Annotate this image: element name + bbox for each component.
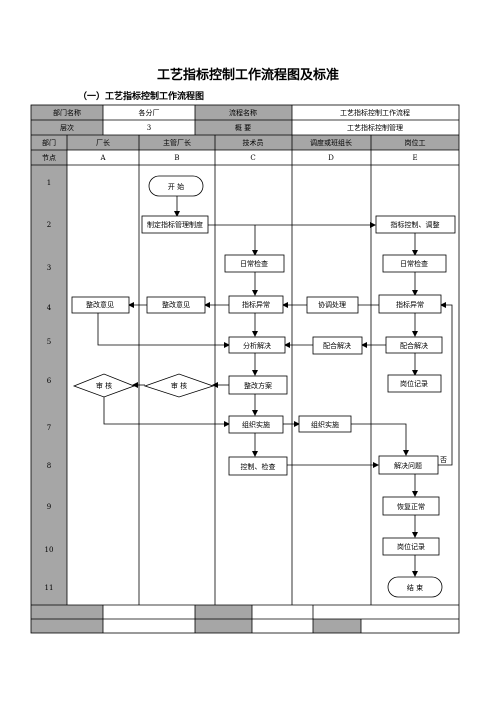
- node-column-band: [31, 150, 67, 605]
- row-number: 10: [45, 546, 54, 554]
- coop-d-label: 配合解决: [323, 341, 351, 350]
- post-record-6-box: [387, 374, 442, 393]
- flow-nodes: 开 始 制定指标管理制度 指标控制、调整 日常检查 日常检查 整改意见 整改意见…: [71, 175, 456, 598]
- row-number: 8: [47, 462, 51, 470]
- control-check-box: [228, 456, 288, 476]
- abnormal-c-box: [228, 295, 284, 314]
- column-name-a: 厂长: [96, 138, 110, 147]
- rectify-b-label: 整改意见: [162, 300, 190, 309]
- arrow-review-to-organize: [103, 397, 230, 427]
- make-system-label: 制定指标管理制度: [147, 220, 203, 229]
- arrow-organize-to-solve: [351, 423, 409, 456]
- rectify-b-box: [146, 296, 206, 314]
- restore-label: 恢复正常: [397, 502, 425, 511]
- rectify-a-box: [71, 296, 130, 314]
- row-number: 5: [47, 338, 51, 346]
- coop-e-box: [385, 336, 443, 354]
- row-number: 3: [47, 264, 51, 272]
- node-header: 节点: [42, 154, 56, 162]
- coordinate-box: [306, 296, 359, 314]
- row-number: 2: [47, 221, 51, 229]
- column-name-b: 主管厂长: [163, 138, 191, 147]
- arrow-rectify-to-analyze: [97, 313, 230, 348]
- control-check-label: 控制、检查: [241, 462, 276, 471]
- analyze-label: 分析解决: [243, 341, 271, 350]
- footer-gray-cell: [31, 619, 103, 633]
- dept-value: 各分厂: [139, 108, 160, 117]
- organize-d-box: [298, 415, 352, 433]
- arrow-no-loop-back: [438, 302, 453, 466]
- footer-gray-cell: [195, 605, 252, 619]
- rectify-a-label: 整改意见: [86, 300, 114, 309]
- organize-c-box: [228, 415, 284, 434]
- review-b-diamond: [143, 373, 215, 398]
- daily-check-c-label: 日常检查: [240, 259, 268, 268]
- solve-box: [378, 455, 439, 475]
- plan-box: [228, 375, 288, 395]
- flow-label: 流程名称: [229, 108, 257, 117]
- control-adjust-box: [375, 215, 456, 234]
- footer-gray-cell: [313, 619, 361, 633]
- row-number: 7: [47, 424, 51, 432]
- row-number: 6: [47, 377, 52, 385]
- flowchart-subtitle: （一）工艺指标控制工作流程图: [78, 92, 205, 102]
- dept-label: 部门名称: [53, 108, 81, 117]
- review-b-label: 审 核: [171, 381, 187, 390]
- dept-header: 部门: [42, 138, 56, 147]
- abnormal-e-box: [378, 294, 442, 314]
- plan-label: 整改方案: [244, 381, 272, 390]
- organize-c-label: 组织实施: [242, 420, 270, 429]
- end-label: 结 束: [407, 583, 423, 592]
- column-letter-a: A: [99, 154, 106, 162]
- post-record-6-label: 岗位记录: [400, 379, 428, 388]
- summary-value: 工艺指标控制管理: [347, 123, 403, 132]
- analyze-box: [228, 336, 286, 354]
- make-system-box: [141, 215, 209, 234]
- column-letter-c: C: [250, 154, 255, 162]
- document-title: 工艺指标控制工作流程图及标准: [156, 68, 339, 83]
- row-number: 1: [47, 179, 51, 187]
- row-numbers: 1 2 3 4 5 6 7 8 9 10 11: [45, 179, 54, 592]
- column-letter-d: D: [328, 154, 334, 162]
- daily-check-e-box: [382, 254, 447, 273]
- end-terminal: [387, 576, 443, 598]
- flow-connectors: [97, 196, 453, 577]
- abnormal-c-label: 指标异常: [242, 300, 270, 309]
- solve-label: 解决问题: [394, 461, 422, 470]
- column-name-e: 岗位工: [405, 138, 426, 147]
- coop-e-label: 配合解决: [400, 341, 428, 350]
- footer-gray-cell: [31, 605, 103, 619]
- column-name-c: 技术员: [243, 138, 264, 147]
- abnormal-e-label: 指标异常: [396, 300, 424, 309]
- column-letter-b: B: [174, 154, 179, 162]
- column-letter-e: E: [412, 154, 417, 162]
- daily-check-e-label: 日常检查: [400, 259, 428, 268]
- organize-d-label: 组织实施: [311, 420, 339, 429]
- level-value: 3: [147, 124, 151, 132]
- info-table: 部门名称 各分厂 流程名称 工艺指标控制工作流程 层次 3 概 要 工艺指标控制…: [30, 104, 460, 634]
- column-name-d: 调度或班组长: [310, 138, 352, 147]
- column-header-band: [31, 135, 459, 150]
- coordinate-label: 协调处理: [318, 300, 346, 309]
- row-number: 4: [47, 304, 52, 312]
- post-record-10-box: [382, 537, 440, 556]
- summary-label: 概 要: [235, 123, 251, 132]
- footer-gray-cell: [195, 619, 252, 633]
- review-a-label: 审 核: [96, 381, 112, 390]
- no-branch-label: 否: [440, 456, 447, 464]
- flow-value: 工艺指标控制工作流程: [340, 108, 410, 117]
- post-record-10-label: 岗位记录: [397, 542, 425, 551]
- level-label: 层次: [60, 123, 74, 132]
- start-label: 开 始: [168, 182, 184, 191]
- daily-check-c-box: [224, 254, 285, 273]
- table-border: [30, 104, 460, 634]
- start-terminal: [148, 175, 204, 197]
- row-number: 11: [45, 584, 54, 592]
- row-number: 9: [47, 503, 51, 511]
- restore-box: [382, 496, 440, 516]
- control-adjust-label: 指标控制、调整: [391, 220, 440, 229]
- coop-d-box: [312, 336, 363, 355]
- review-a-diamond: [72, 373, 136, 398]
